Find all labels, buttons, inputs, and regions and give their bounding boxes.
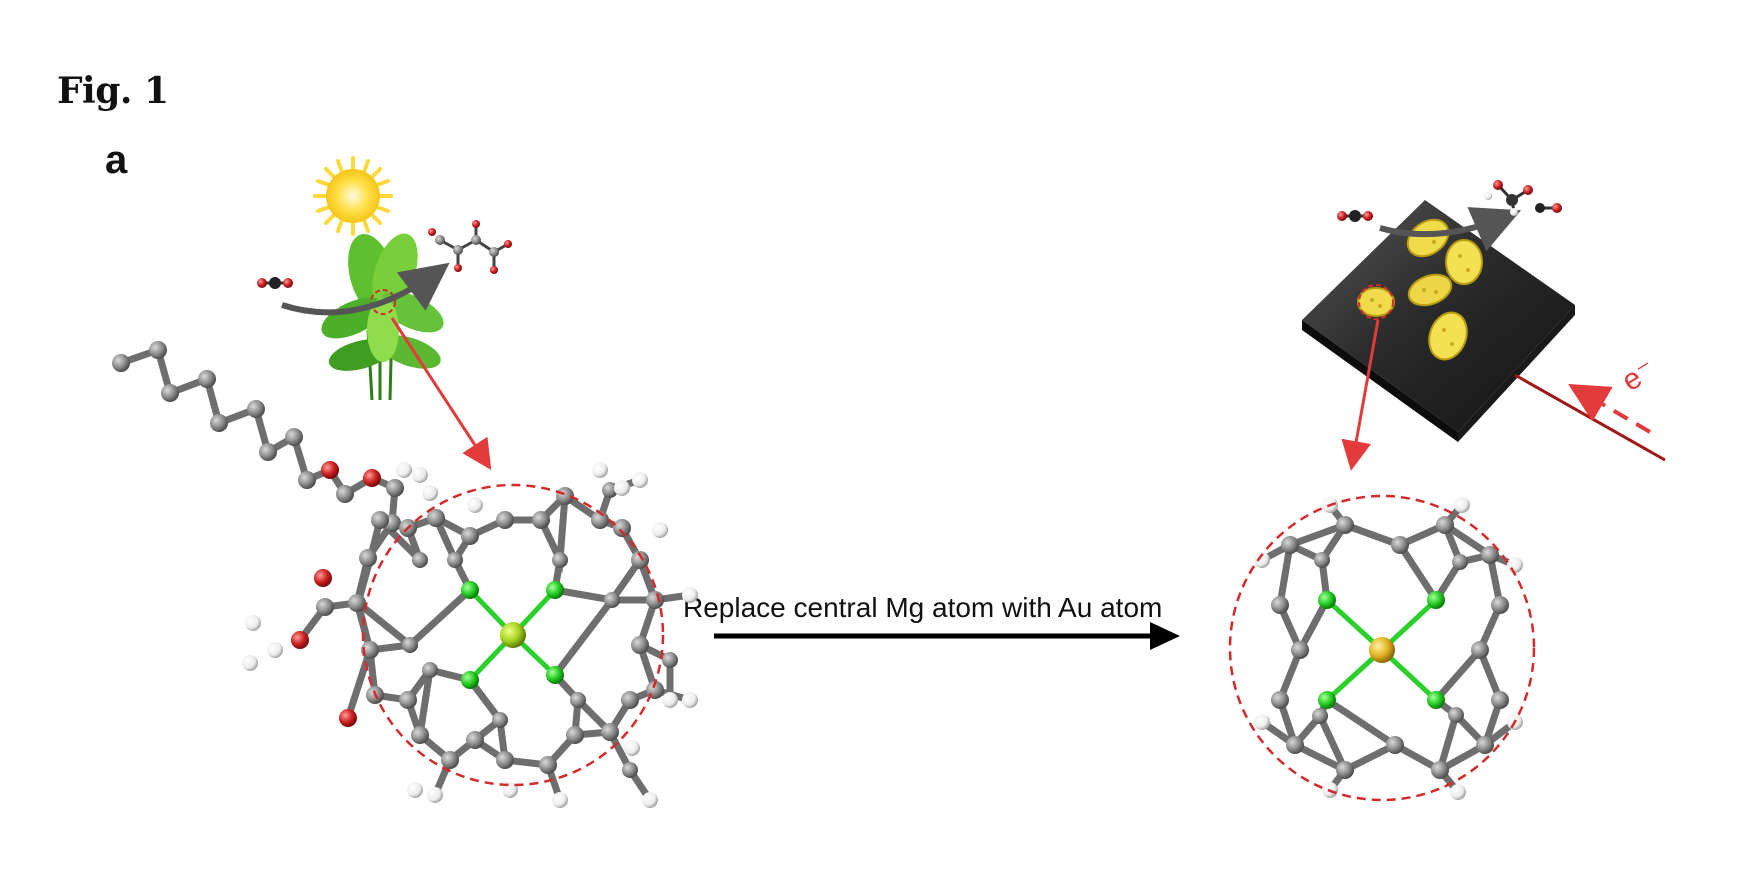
co2-molecule-right-in	[1337, 210, 1373, 222]
leaf-highlight-circle	[370, 289, 396, 315]
formate-molecule	[1484, 180, 1533, 216]
guide-circle-right	[1228, 494, 1536, 802]
co-molecule	[1535, 203, 1562, 213]
electron-label: e⁻	[1616, 353, 1661, 398]
zoom-arrow-right	[1341, 319, 1380, 471]
electron-flow-indicator	[1514, 373, 1666, 462]
gold-nanoparticles	[1357, 218, 1483, 361]
co2-molecule-left	[257, 277, 293, 289]
magnesium-atom	[500, 622, 526, 648]
au-porphyrin-molecule	[1254, 497, 1523, 800]
transformation-arrow	[714, 622, 1180, 650]
sun-icon	[313, 156, 393, 236]
photosynthesis-arrow	[281, 262, 450, 316]
figure-title: Fig. 1	[57, 70, 169, 112]
panel-label-a: a	[105, 138, 128, 182]
chlorophyll-molecule	[112, 341, 698, 808]
sugar-molecule	[428, 220, 512, 274]
reduction-arrow	[1379, 207, 1522, 252]
nanoparticle-highlight-circle	[1358, 284, 1394, 320]
transformation-caption: Replace central Mg atom with Au atom	[683, 592, 1163, 623]
guide-circle-left	[361, 483, 665, 787]
zoom-arrow-left	[390, 317, 492, 471]
gold-atom	[1369, 637, 1395, 663]
electrode-plate	[1302, 200, 1575, 442]
plant-icon	[321, 233, 444, 401]
